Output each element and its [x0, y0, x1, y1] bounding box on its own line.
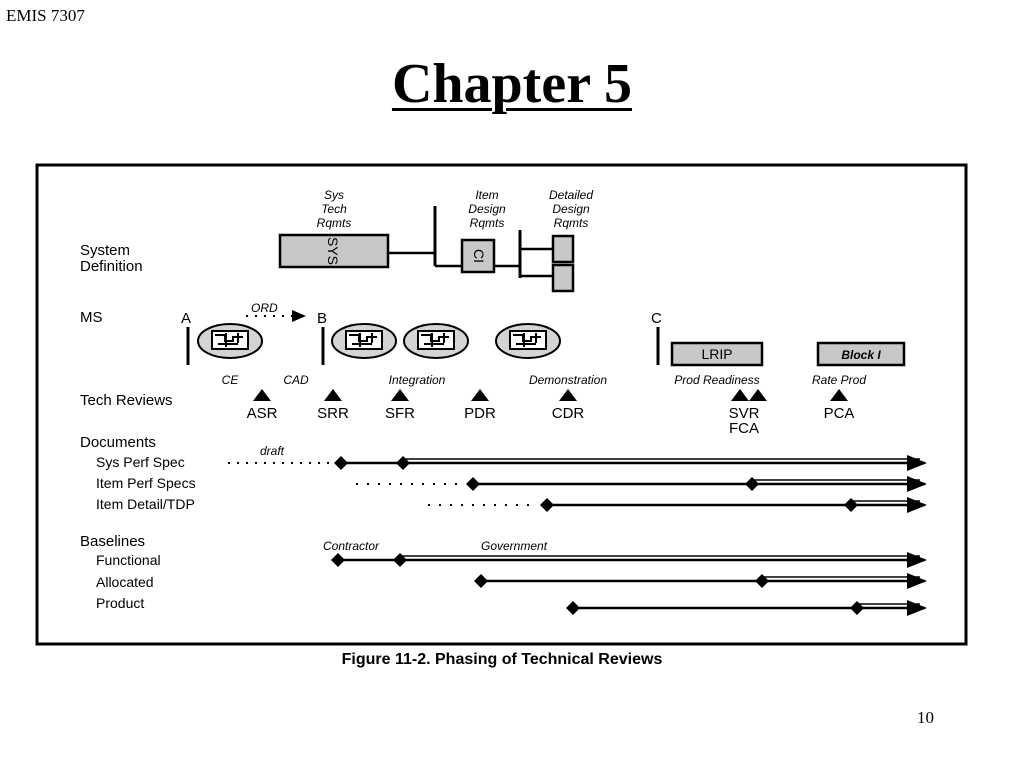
- review-markers: [253, 389, 848, 401]
- sys-tech-rqmts-label: Rqmts: [317, 216, 352, 230]
- review-marker-svr: [731, 389, 749, 401]
- ci-box: [460, 238, 496, 274]
- milestone-b-label: B: [317, 310, 327, 327]
- phase-cad: CAD: [283, 373, 309, 387]
- sys-box: [278, 233, 390, 269]
- detailed-design-rqmts-label: Rqmts: [554, 216, 589, 230]
- detail-box-1: [551, 234, 575, 264]
- item-design-rqmts-label: Rqmts: [470, 216, 505, 230]
- milestone-c-label: C: [651, 310, 662, 327]
- review-marker-asr: [253, 389, 271, 401]
- milestone-a-label: A: [181, 310, 191, 327]
- figure-frame: [35, 163, 968, 646]
- block-box: [816, 341, 906, 367]
- review-fca: FCA: [729, 420, 759, 437]
- row-label-baselines: Baselines: [80, 533, 145, 550]
- review-marker-srr: [324, 389, 342, 401]
- review-marker-fca: [749, 389, 767, 401]
- phase-demonstration: Demonstration: [529, 373, 607, 387]
- review-pdr: PDR: [464, 405, 496, 422]
- sys-box-label: SYS: [325, 237, 341, 265]
- review-sfr: SFR: [385, 405, 415, 422]
- doc-item-perf-specs: Item Perf Specs: [96, 475, 196, 491]
- slide-title: Chapter 5: [391, 53, 633, 115]
- review-marker-pca: [830, 389, 848, 401]
- row-label-definition: Definition: [80, 258, 143, 275]
- row-label-ms: MS: [80, 309, 103, 326]
- sys-tech-rqmts-label: Sys: [324, 188, 344, 202]
- row-label-tech-reviews: Tech Reviews: [80, 392, 173, 409]
- row-label-documents: Documents: [80, 434, 156, 451]
- review-srr: SRR: [317, 405, 349, 422]
- item-design-rqmts-label: Design: [468, 202, 506, 216]
- phase-prod-readiness: Prod Readiness: [674, 373, 759, 387]
- government-label: Government: [481, 539, 548, 553]
- review-marker-sfr: [391, 389, 409, 401]
- document-timelines: [228, 455, 927, 513]
- facility-icon: [197, 323, 263, 359]
- sys-tech-rqmts-label: Tech: [321, 202, 347, 216]
- review-cdr: CDR: [552, 405, 585, 422]
- facility-icon: [331, 323, 397, 359]
- block-label: Block I: [841, 348, 881, 362]
- baseline-timelines: [331, 552, 927, 616]
- system-definition-tree: Sys Tech Rqmts Item Design Rqmts Detaile…: [278, 188, 593, 293]
- detail-box-2: [551, 263, 575, 293]
- lrip-box: [670, 341, 764, 367]
- phase-rate-prod: Rate Prod: [812, 373, 866, 387]
- doc-sys-perf-spec: Sys Perf Spec: [96, 454, 185, 470]
- ord-label: ORD: [251, 301, 278, 315]
- review-marker-pdr: [471, 389, 489, 401]
- detailed-design-rqmts-label: Design: [552, 202, 590, 216]
- facility-icon: [403, 323, 469, 359]
- contractor-label: Contractor: [323, 539, 380, 553]
- baseline-product: Product: [96, 595, 144, 611]
- milestones: A ORD B C: [181, 301, 662, 365]
- review-pca: PCA: [824, 405, 855, 422]
- lrip-label: LRIP: [701, 346, 732, 362]
- baseline-allocated: Allocated: [96, 574, 154, 590]
- page-number: 10: [917, 708, 934, 727]
- draft-label: draft: [260, 444, 285, 458]
- phase-integration: Integration: [389, 373, 446, 387]
- facility-icon: [495, 323, 561, 359]
- detailed-design-rqmts-label: Detailed: [549, 188, 593, 202]
- doc-item-detail-tdp: Item Detail/TDP: [96, 496, 195, 512]
- phase-ce: CE: [222, 373, 240, 387]
- figure-caption: Figure 11-2. Phasing of Technical Review…: [342, 651, 663, 668]
- item-design-rqmts-label: Item: [475, 188, 498, 202]
- ci-box-label: CI: [471, 249, 487, 263]
- course-code: EMIS 7307: [6, 6, 85, 25]
- review-asr: ASR: [247, 405, 278, 422]
- baseline-functional: Functional: [96, 552, 161, 568]
- review-marker-cdr: [559, 389, 577, 401]
- row-label-system: System: [80, 242, 130, 259]
- review-svr: SVR: [729, 405, 760, 422]
